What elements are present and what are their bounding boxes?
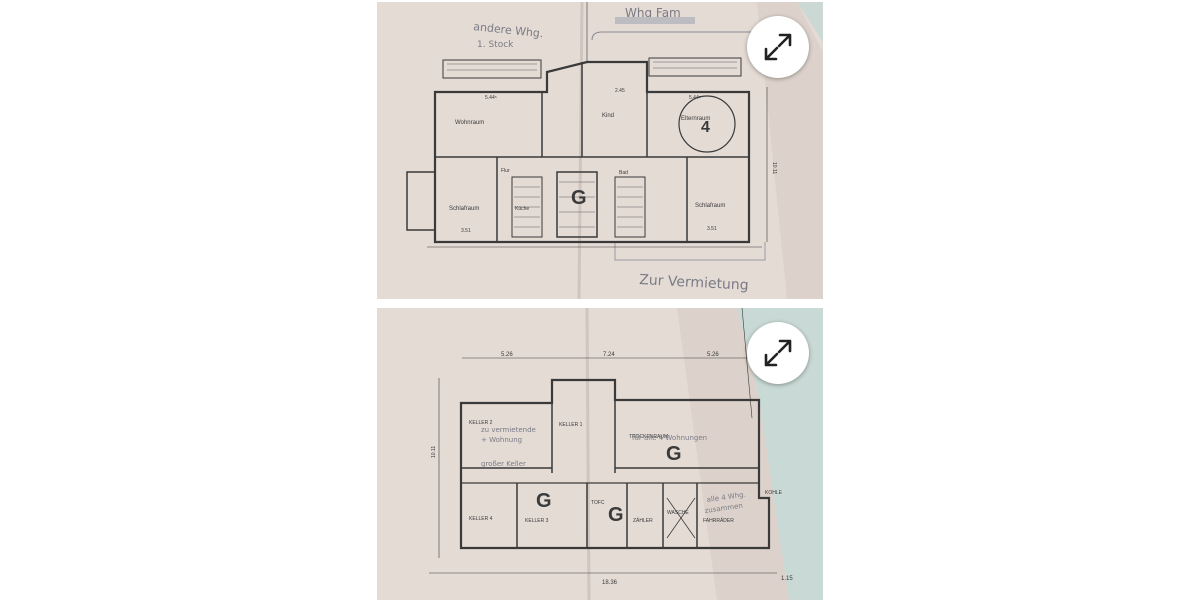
note-fur-alle: für alle 4 Wohnungen	[632, 434, 707, 442]
note-whg-fam: Whg Fam	[625, 6, 681, 20]
marked-circle	[678, 95, 736, 153]
label-keller-2: KELLER 2	[469, 420, 493, 426]
dim-e: 3.51	[707, 226, 717, 232]
label-zahler: ZÄHLER	[633, 517, 653, 524]
label-trockenraum: TROCKENRAUM	[629, 434, 668, 440]
mark-g-keller: G	[536, 490, 552, 512]
label-kind: Kind	[602, 113, 614, 119]
label-keller-4: KELLER 4	[469, 516, 493, 522]
dim-a: 5.44⁵	[485, 95, 497, 101]
label-bad: Bad	[619, 170, 628, 176]
label-flur: Flur	[501, 168, 510, 174]
note-zur-vermietung: Zur Vermietung	[639, 272, 749, 294]
expand-button-top[interactable]	[747, 16, 809, 78]
paper-fold	[577, 2, 584, 299]
dim-top-mid: 7.24	[603, 352, 615, 358]
dim-b: 2.45	[615, 88, 625, 94]
note-wohnung: + Wohnung	[481, 436, 522, 444]
paper-fold	[585, 308, 591, 600]
label-keller-3: KELLER 3	[525, 518, 549, 524]
mark-g: G	[571, 187, 587, 209]
expand-diagonal-icon	[764, 339, 792, 367]
label-schlafraum-left: Schlafraum	[449, 206, 479, 212]
scribble-box	[615, 17, 695, 24]
label-schlafraum-right: Schlafraum	[695, 203, 725, 209]
note-zu-vermietende: zu vermietende	[481, 426, 536, 434]
expand-button-bottom[interactable]	[747, 322, 809, 384]
dim-top-right: 5.26	[707, 352, 719, 358]
mark-g-tofc: G	[608, 504, 624, 526]
label-kohle: KOHLE	[765, 490, 783, 496]
dim-d: 3.51	[461, 228, 471, 234]
dim-bottom-total: 18.36	[602, 580, 618, 586]
label-elternraum: Elternraum	[681, 116, 710, 122]
dim-left: 10.11	[431, 446, 437, 458]
dim-top-left: 5.26	[501, 352, 513, 358]
label-wasche: WASCHE	[667, 510, 689, 516]
label-wohnraum: Wohnraum	[455, 120, 484, 126]
floor-plan-photo-upper-floor[interactable]: andere Whg. 1. Stock Whg Fam Zur Vermiet…	[377, 2, 823, 299]
floor-plan-photo-basement[interactable]: 5.26 7.24 5.26 18.36 1.15 10.11 KELLER 2…	[377, 308, 823, 600]
plan-walls	[406, 2, 768, 248]
note-first-floor: 1. Stock	[477, 40, 514, 50]
mark-g-trockenraum: G	[666, 443, 682, 465]
dim-c: 5.44⁵	[689, 95, 701, 101]
label-keller-1: KELLER 1	[559, 422, 583, 428]
label-fahrrader: FAHRRÄDER	[703, 517, 734, 524]
dim-f: 10.11	[771, 162, 777, 174]
label-tofc: TOFC	[591, 500, 605, 506]
dim-bottom-right: 1.15	[781, 576, 793, 582]
note-grosser-keller: großer Keller	[481, 460, 526, 468]
floor-plan-basement-drawing: 5.26 7.24 5.26 18.36 1.15 10.11 KELLER 2…	[377, 308, 823, 600]
paper-sheet	[377, 308, 787, 600]
plan-walls	[429, 308, 777, 574]
mark-4: 4	[701, 119, 710, 136]
tile-hatching	[447, 61, 737, 228]
paper-shading	[677, 308, 789, 600]
expand-diagonal-icon	[764, 33, 792, 61]
brace-bottom	[614, 242, 766, 261]
label-kuche: Küche	[515, 206, 529, 212]
